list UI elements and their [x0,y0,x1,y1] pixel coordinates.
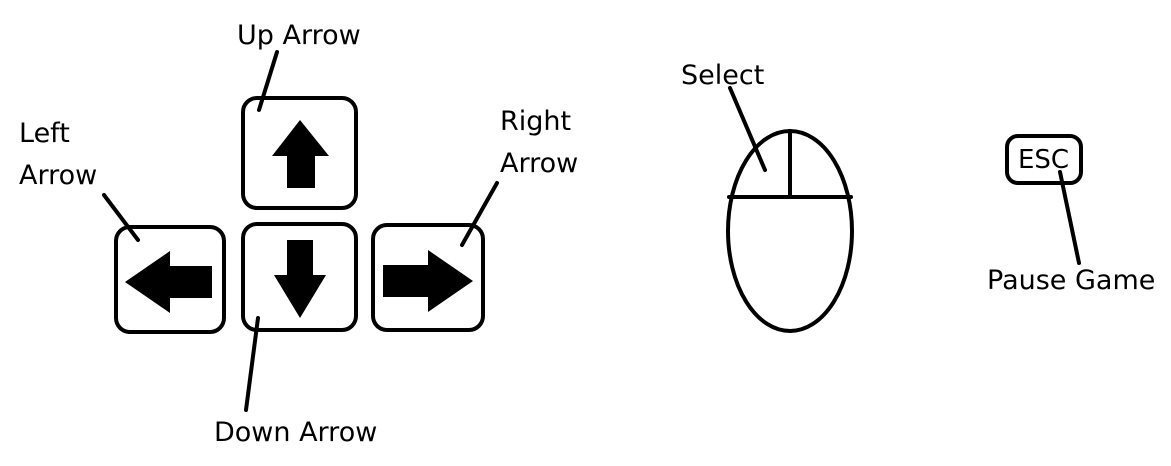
esc-key-frame [1005,134,1083,185]
pause-game-leader [1058,170,1081,265]
down-arrow-leader [244,316,260,412]
esc-key-label: ESC [1018,145,1069,175]
down-arrow-label: Down Arrow [214,417,377,448]
up-arrow-leader [257,50,279,112]
up-arrow-key [241,96,358,210]
up-arrow-label: Up Arrow [237,20,361,51]
mouse-icon [726,129,854,333]
left-arrow-leader [102,193,140,242]
select-leader [728,86,767,172]
left-arrow-key [114,225,226,334]
left-arrow-icon [125,251,212,313]
right-arrow-key [371,223,485,332]
left-arrow-label-line1: Left [19,118,70,149]
right-arrow-icon [383,250,473,312]
up-arrow-icon [272,120,329,188]
down-arrow-icon [274,240,326,318]
right-arrow-label-line2: Arrow [500,148,578,179]
left-arrow-label-line2: Arrow [19,160,97,191]
down-arrow-key [241,222,358,332]
select-label: Select [681,60,764,91]
pause-game-label: Pause Game [987,265,1155,296]
esc-key: ESC [1005,134,1083,185]
right-arrow-label-line1: Right [500,106,571,137]
right-arrow-leader [460,181,499,247]
